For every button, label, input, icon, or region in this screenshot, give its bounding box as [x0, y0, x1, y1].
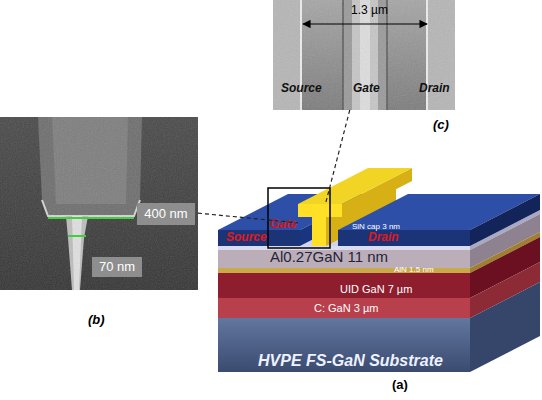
dimension-label: 1.3 µm	[351, 4, 388, 17]
dimension-label: 400 nm	[137, 207, 195, 221]
zoom-leader	[325, 110, 349, 204]
layer-label: Al0.27GaN 11 nm	[270, 249, 388, 266]
electrode-label: Source	[226, 231, 267, 244]
layer-label: HVPE FS-GaN Substrate	[258, 352, 443, 370]
gate-front-face	[298, 204, 342, 246]
sem-grain	[0, 117, 198, 290]
source-contact: Source	[218, 230, 300, 246]
zoom-leader	[198, 213, 298, 223]
drain-contact: Drain	[338, 230, 470, 246]
dimension-line	[68, 235, 86, 237]
gate-outline	[298, 204, 342, 246]
layer-label: C: GaN 3 µm	[314, 302, 378, 314]
sem-image-top: 1.3 µmSourceGateDrain(c)	[273, 0, 455, 110]
sem-background	[0, 117, 198, 290]
electrode-label: Source	[281, 82, 322, 95]
layer-label: AlN 1.5 nm	[394, 266, 434, 275]
panel-label: (b)	[88, 313, 105, 327]
substrate: HVPE FS-GaN Substrate	[218, 318, 470, 372]
dimension-label: 70 nm	[92, 260, 142, 274]
carbon-doped-gan-layer: C: GaN 3 µm	[218, 298, 470, 318]
electrode-label: Gate	[270, 218, 297, 231]
electrode-label: Gate	[353, 82, 380, 95]
dimension-box: 70 nm	[92, 257, 142, 277]
dimension-line	[48, 217, 134, 219]
layer-label: SiN cap 3 nm	[352, 223, 400, 232]
uid-gan-layer: UID GaN 7 µm	[218, 273, 470, 298]
panel-label: (a)	[392, 378, 408, 392]
sem-background	[273, 0, 455, 110]
gate-top-face	[298, 168, 412, 204]
panel-label: (c)	[433, 118, 449, 132]
sem-image-cross-section: (b)400 nm70 nm	[0, 117, 198, 290]
dimension-arrow	[303, 23, 427, 24]
layer-side	[470, 282, 540, 372]
dimension-box: 400 nm	[137, 203, 195, 225]
electrode-label: Drain	[419, 82, 450, 95]
drain-side-face	[470, 194, 540, 246]
sem-grain	[273, 0, 455, 110]
electrode-label: Drain	[368, 231, 399, 244]
gate-electrode: Gate	[298, 204, 342, 246]
layer-label: UID GaN 7 µm	[340, 283, 412, 295]
zoom-frame	[268, 188, 330, 248]
